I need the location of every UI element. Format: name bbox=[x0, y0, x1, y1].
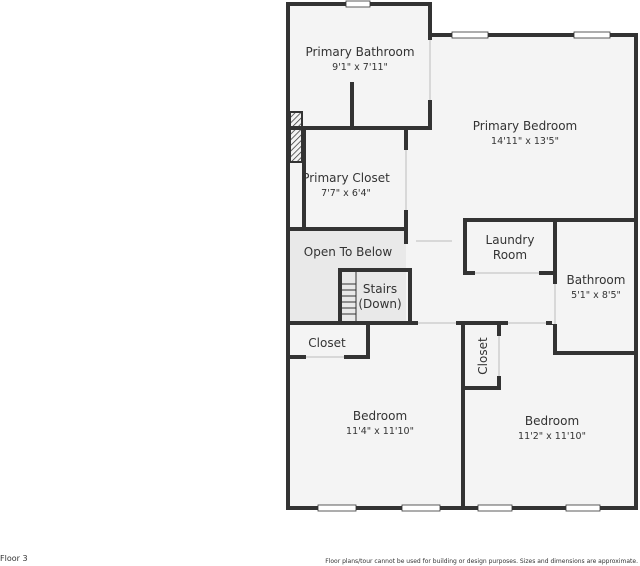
window bbox=[345, 0, 371, 8]
bathroom-dims: 5'1" x 8'5" bbox=[571, 290, 621, 301]
window bbox=[317, 504, 357, 512]
stairs-name-line2: (Down) bbox=[358, 297, 401, 311]
primary-bathroom-dims: 9'1" x 7'11" bbox=[332, 62, 388, 73]
closet-left-name: Closet bbox=[308, 336, 346, 350]
bedroom-left-dims: 11'4" x 11'10" bbox=[346, 426, 414, 437]
window bbox=[401, 504, 441, 512]
open-to-below-name: Open To Below bbox=[304, 245, 393, 259]
windows bbox=[317, 0, 611, 512]
disclaimer-text: Floor plans/tour cannot be used for buil… bbox=[325, 558, 638, 565]
floor-label: Floor 3 bbox=[0, 554, 28, 563]
primary-bathroom-name: Primary Bathroom bbox=[305, 45, 414, 59]
window bbox=[477, 504, 513, 512]
door-lines bbox=[306, 40, 556, 376]
primary-closet-name: Primary Closet bbox=[302, 171, 390, 185]
window bbox=[565, 504, 601, 512]
bedroom-right-name: Bedroom bbox=[525, 414, 579, 428]
hatched-chimney bbox=[289, 111, 303, 163]
stair-treads bbox=[340, 272, 357, 321]
laundry-room-name-line2: Room bbox=[493, 248, 527, 262]
window bbox=[451, 31, 489, 39]
laundry-room-name-line1: Laundry bbox=[486, 233, 535, 247]
open-to-below-area bbox=[290, 229, 406, 321]
primary-closet-dims: 7'7" x 6'4" bbox=[321, 188, 371, 199]
primary-bedroom-name: Primary Bedroom bbox=[473, 119, 577, 133]
bathroom-name: Bathroom bbox=[567, 273, 626, 287]
stairs-name-line1: Stairs bbox=[363, 282, 397, 296]
room-labels: Primary Bathroom 9'1" x 7'11" Primary Be… bbox=[302, 45, 625, 442]
window bbox=[573, 31, 611, 39]
bedroom-right-dims: 11'2" x 11'10" bbox=[518, 431, 586, 442]
closet-right-name: Closet bbox=[476, 337, 490, 375]
bedroom-left-name: Bedroom bbox=[353, 409, 407, 423]
primary-bedroom-dims: 14'11" x 13'5" bbox=[491, 136, 559, 147]
exterior-wall bbox=[286, 2, 638, 510]
